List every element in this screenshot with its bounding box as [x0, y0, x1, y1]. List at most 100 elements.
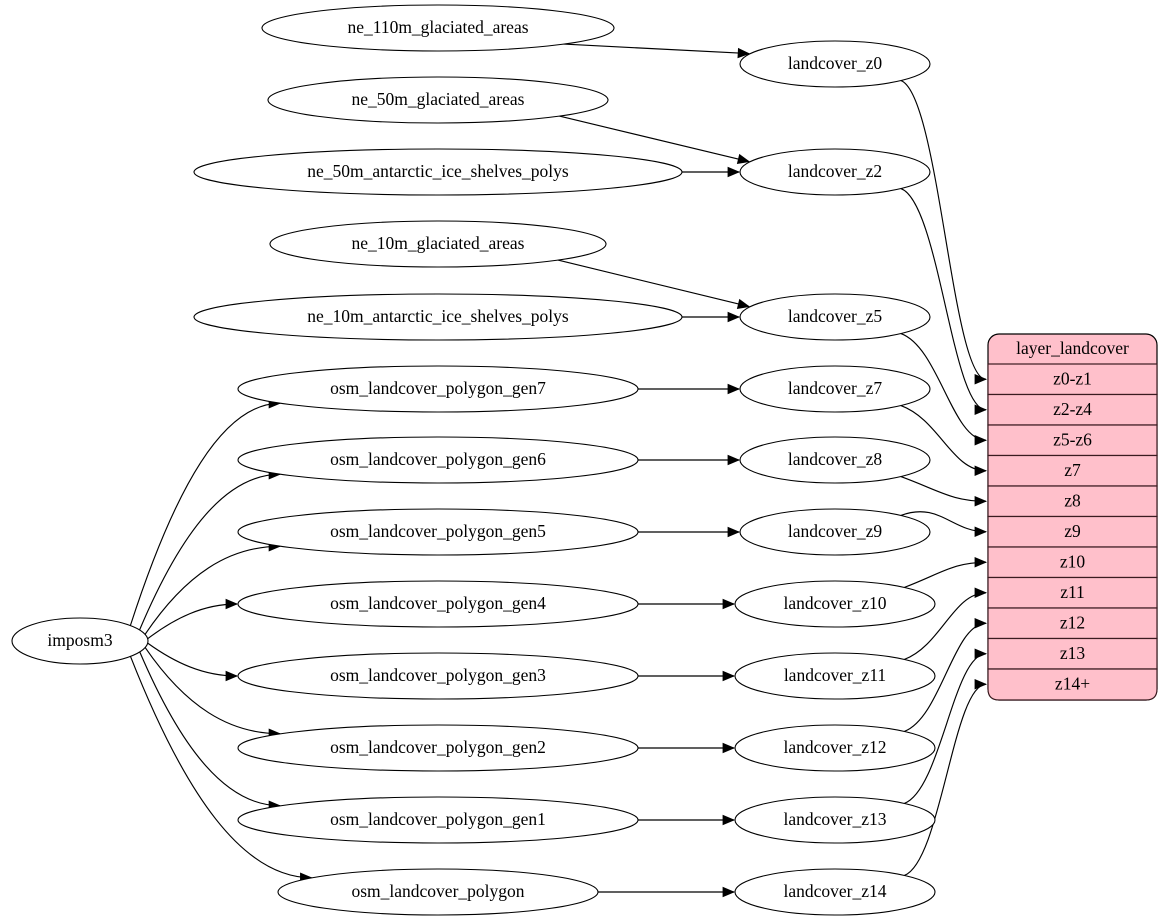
node-label-osm_landcover_polygon_gen1: osm_landcover_polygon_gen1 [330, 809, 546, 829]
node-osm_landcover_polygon_gen5[interactable]: osm_landcover_polygon_gen5 [237, 508, 639, 556]
layer-landcover-row-z9[interactable]: z9 [987, 515, 1158, 548]
layer-landcover-row-z8[interactable]: z8 [987, 485, 1158, 518]
node-shape-osm_landcover_polygon [277, 868, 599, 916]
node-osm_landcover_polygon_gen6[interactable]: osm_landcover_polygon_gen6 [237, 436, 639, 484]
node-ne_50m_glaciated_areas[interactable]: ne_50m_glaciated_areas [267, 76, 609, 124]
node-ne_50m_antarctic_ice_shelves_polys[interactable]: ne_50m_antarctic_ice_shelves_polys [193, 148, 683, 196]
layer-landcover-row-z11[interactable]: z11 [987, 576, 1158, 609]
node-shape-ne_50m_glaciated_areas [267, 76, 609, 124]
edge-ne_50m_antarctic_ice_shelves_polys-to-landcover_z2-arrow [727, 166, 741, 178]
layer-landcover-row-z7[interactable]: z7 [987, 454, 1158, 487]
edge-ne_110m_glaciated_areas-to-landcover_z0-arrow [737, 47, 751, 59]
edge-landcover_z9-to-layer_landcover_z9-arrow [974, 526, 988, 537]
node-shape-landcover_z13 [734, 796, 936, 844]
node-label-ne_50m_antarctic_ice_shelves_polys: ne_50m_antarctic_ice_shelves_polys [307, 161, 569, 181]
layer-landcover-row-z12[interactable]: z12 [987, 607, 1158, 640]
edge-imposm3-to-osm_landcover_polygon_gen2 [144, 647, 281, 735]
node-shape-landcover_z12 [734, 724, 936, 772]
node-label-landcover_z13: landcover_z13 [783, 809, 886, 829]
edge-imposm3-to-osm_landcover_polygon [129, 656, 312, 879]
node-landcover_z8[interactable]: landcover_z8 [739, 436, 931, 484]
node-ne_10m_glaciated_areas[interactable]: ne_10m_glaciated_areas [269, 220, 607, 268]
layer-landcover-row-z2-z4[interactable]: z2-z4 [987, 393, 1158, 426]
node-shape-ne_110m_glaciated_areas [261, 4, 615, 52]
node-osm_landcover_polygon_gen4[interactable]: osm_landcover_polygon_gen4 [237, 580, 639, 628]
edge-landcover_z2-to-layer_landcover_z2-z4-arrow [974, 404, 988, 415]
edge-osm_landcover_polygon_gen3-to-landcover_z11-arrow [722, 670, 736, 682]
node-landcover_z12[interactable]: landcover_z12 [734, 724, 936, 772]
layer-landcover-row-bg [987, 668, 1158, 701]
layer-landcover-row-label: z11 [1060, 582, 1085, 602]
node-shape-osm_landcover_polygon_gen7 [237, 365, 639, 413]
node-shape-ne_10m_glaciated_areas [269, 220, 607, 268]
node-label-osm_landcover_polygon_gen6: osm_landcover_polygon_gen6 [330, 449, 546, 469]
edge-ne_10m_glaciated_areas-to-landcover_z5-arrow [736, 298, 751, 310]
node-shape-ne_50m_antarctic_ice_shelves_polys [193, 148, 683, 196]
node-label-landcover_z0: landcover_z0 [788, 53, 883, 73]
edge-osm_landcover_polygon-to-landcover_z14-arrow [722, 886, 736, 898]
node-landcover_z5[interactable]: landcover_z5 [739, 293, 931, 341]
edge-imposm3-to-osm_landcover_polygon_gen6 [139, 473, 281, 631]
node-shape-landcover_z14 [734, 868, 936, 916]
layer-landcover-row-z10[interactable]: z10 [987, 546, 1158, 579]
layer-landcover-row-z0-z1[interactable]: z0-z1 [987, 363, 1158, 396]
layer-landcover-row-z5-z6[interactable]: z5-z6 [987, 424, 1158, 457]
edge-layer [129, 43, 988, 898]
layer-landcover-title: layer_landcover [1016, 338, 1129, 358]
node-landcover_z14[interactable]: landcover_z14 [734, 868, 936, 916]
node-osm_landcover_polygon_gen7[interactable]: osm_landcover_polygon_gen7 [237, 365, 639, 413]
layer-landcover-row-label: z0-z1 [1053, 368, 1092, 388]
layer-landcover-row-bg [987, 576, 1158, 609]
node-label-ne_110m_glaciated_areas: ne_110m_glaciated_areas [347, 17, 528, 37]
edge-imposm3-to-osm_landcover_polygon_gen5 [144, 545, 281, 635]
node-shape-osm_landcover_polygon_gen6 [237, 436, 639, 484]
edge-ne_10m_antarctic_ice_shelves_polys-to-landcover_z5-arrow [727, 311, 741, 323]
edge-imposm3-to-osm_landcover_polygon_gen3-arrow [225, 670, 239, 682]
node-label-imposm3: imposm3 [47, 630, 112, 650]
node-osm_landcover_polygon[interactable]: osm_landcover_polygon [277, 868, 599, 916]
node-osm_landcover_polygon_gen1[interactable]: osm_landcover_polygon_gen1 [237, 796, 639, 844]
node-shape-landcover_z2 [739, 148, 931, 196]
node-ne_110m_glaciated_areas[interactable]: ne_110m_glaciated_areas [261, 4, 615, 52]
layer-landcover-row-label: z2-z4 [1053, 399, 1092, 419]
node-shape-osm_landcover_polygon_gen5 [237, 508, 639, 556]
node-ne_10m_antarctic_ice_shelves_polys[interactable]: ne_10m_antarctic_ice_shelves_polys [193, 293, 683, 341]
edge-landcover_z0-to-layer_landcover_z0-z1 [900, 80, 987, 380]
node-label-ne_10m_antarctic_ice_shelves_polys: ne_10m_antarctic_ice_shelves_polys [307, 306, 569, 326]
layer-landcover-row-z14plus[interactable]: z14+ [987, 668, 1158, 701]
edge-imposm3-to-osm_landcover_polygon_gen4 [147, 603, 238, 640]
node-label-landcover_z2: landcover_z2 [788, 161, 882, 181]
edge-landcover_z7-to-layer_landcover_z7-arrow [974, 465, 988, 476]
node-label-landcover_z9: landcover_z9 [788, 521, 883, 541]
node-landcover_z2[interactable]: landcover_z2 [739, 148, 931, 196]
node-landcover_z10[interactable]: landcover_z10 [734, 580, 936, 628]
edge-imposm3-to-osm_landcover_polygon_gen4-arrow [225, 598, 239, 610]
node-imposm3[interactable]: imposm3 [11, 617, 149, 665]
edge-landcover_z10-to-layer_landcover_z10 [904, 561, 987, 588]
node-shape-landcover_z5 [739, 293, 931, 341]
node-osm_landcover_polygon_gen2[interactable]: osm_landcover_polygon_gen2 [237, 724, 639, 772]
edge-osm_landcover_polygon_gen7-to-landcover_z7-arrow [727, 383, 741, 395]
node-label-ne_10m_glaciated_areas: ne_10m_glaciated_areas [352, 233, 525, 253]
layer-landcover-row-bg [987, 393, 1158, 426]
node-landcover_z11[interactable]: landcover_z11 [734, 652, 936, 700]
edge-osm_landcover_polygon_gen6-to-landcover_z8-arrow [727, 454, 741, 466]
node-osm_landcover_polygon_gen3[interactable]: osm_landcover_polygon_gen3 [237, 652, 639, 700]
node-shape-osm_landcover_polygon_gen4 [237, 580, 639, 628]
edge-landcover_z0-to-layer_landcover_z0-z1-arrow [974, 374, 988, 385]
node-landcover_z7[interactable]: landcover_z7 [739, 365, 931, 413]
node-landcover_z0[interactable]: landcover_z0 [739, 40, 931, 88]
node-landcover_z13[interactable]: landcover_z13 [734, 796, 936, 844]
node-label-osm_landcover_polygon_gen5: osm_landcover_polygon_gen5 [330, 521, 546, 541]
node-label-landcover_z5: landcover_z5 [788, 306, 883, 326]
node-label-osm_landcover_polygon_gen7: osm_landcover_polygon_gen7 [330, 378, 546, 398]
edge-osm_landcover_polygon_gen5-to-landcover_z9-arrow [727, 526, 741, 538]
node-label-osm_landcover_polygon_gen3: osm_landcover_polygon_gen3 [330, 665, 546, 685]
node-shape-landcover_z11 [734, 652, 936, 700]
layer-landcover-row-z13[interactable]: z13 [987, 637, 1158, 670]
edge-landcover_z5-to-layer_landcover_z5-z6-arrow [974, 435, 988, 446]
node-shape-osm_landcover_polygon_gen3 [237, 652, 639, 700]
node-landcover_z9[interactable]: landcover_z9 [739, 508, 931, 556]
